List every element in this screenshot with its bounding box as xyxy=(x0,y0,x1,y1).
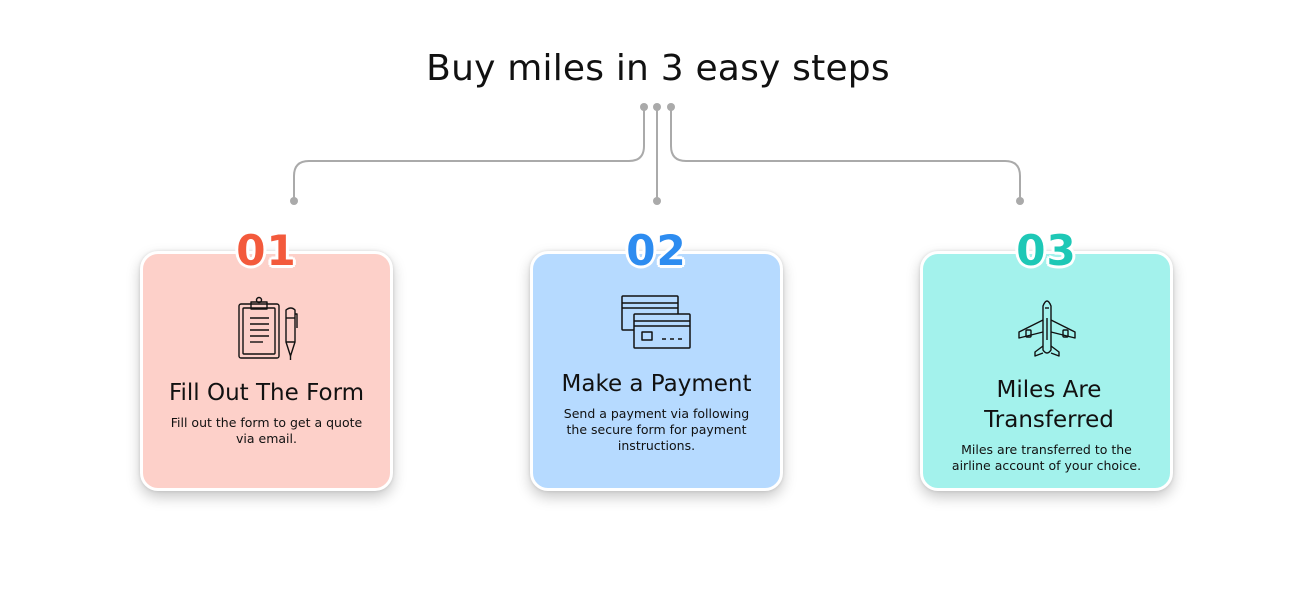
step-connector-lines xyxy=(290,103,1024,205)
step-card-1: 01 Fill Out The Form Fill out the form t… xyxy=(140,230,393,491)
step-title: Miles Are Transferred xyxy=(984,377,1114,433)
step-number: 02 xyxy=(626,226,687,275)
page-title: Buy miles in 3 easy steps xyxy=(426,48,890,89)
clipboard-pen-icon xyxy=(143,296,390,362)
step-description: Send a payment via following the secure … xyxy=(563,406,750,453)
step-card-2: 02 Make a Payment Send a payment via fol… xyxy=(530,230,783,491)
airplane-icon xyxy=(923,296,1170,360)
step-card-3: 03 Miles Are Transferred Miles are trans… xyxy=(920,230,1173,491)
step-number: 01 xyxy=(236,226,297,275)
step-number: 03 xyxy=(1016,226,1077,275)
step-description: Miles are transferred to the airline acc… xyxy=(951,442,1142,473)
step-title: Fill Out The Form xyxy=(168,380,365,406)
step-title: Make a Payment xyxy=(561,371,752,397)
credit-cards-icon xyxy=(533,294,780,352)
step-description: Fill out the form to get a quote via ema… xyxy=(170,415,363,446)
